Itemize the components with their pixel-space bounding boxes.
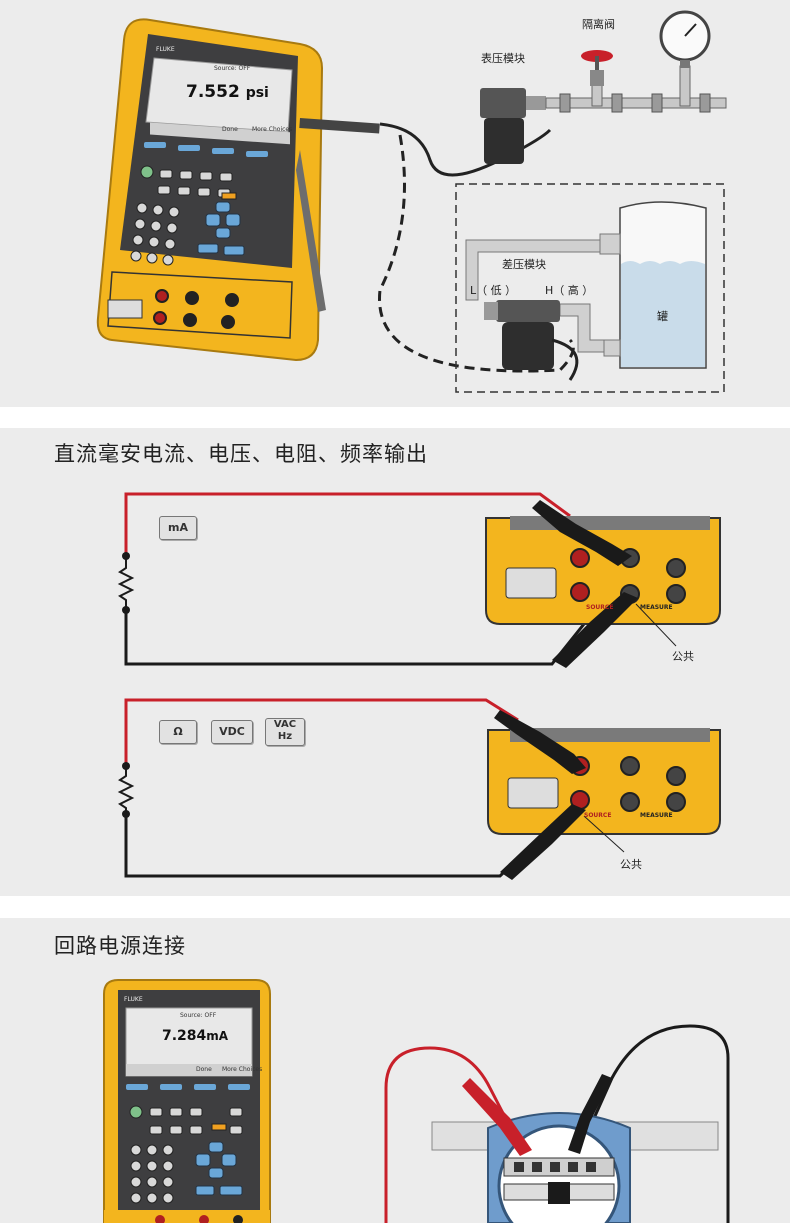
gauge-module [480,88,546,164]
calibrator-device [103,979,271,1223]
probe-icon [462,1078,532,1156]
low-port-label: L（ 低 ） [470,284,517,297]
resistor-icon [117,556,135,610]
calibrator-device [96,18,380,362]
menu-more-choices[interactable]: More Choices [222,1066,263,1073]
device-reading: 7.552 psi [186,82,269,102]
valve-icon [581,50,613,86]
probe-icon [494,710,586,774]
probe-icon [552,592,638,668]
gauge-icon [659,10,711,68]
source-label-2: SOURCE [584,812,612,819]
device-status: Source: OFF [180,1012,217,1019]
menu-done[interactable]: Done [222,126,238,133]
isolation-valve-label: 隔离阀 [582,18,615,31]
device-brand: FLUKE [156,46,175,53]
output-title: 直流毫安电流、电压、电阻、频率输出 [54,442,428,466]
measure-label-2: MEASURE [640,812,673,819]
tank-label: 罐 [657,310,668,323]
source-label-1: SOURCE [586,604,614,611]
loop-power-diagram [103,979,730,1223]
transmitter [431,1112,719,1223]
common-label-2: 公共 [620,858,642,871]
mode-button-vac-hz[interactable]: VAC Hz [265,718,305,746]
device-reading: 7.284mA [162,1028,229,1044]
menu-done[interactable]: Done [196,1066,212,1073]
circuit-2 [117,698,721,880]
diff-module [484,300,560,370]
device-status: Source: OFF [214,65,251,72]
loop-power-title: 回路电源连接 [54,934,186,958]
high-port-label: H（ 高 ） [545,284,594,297]
loop-power-panel: 回路电源连接 [0,918,790,1223]
output-panel: 直流毫安电流、电压、电阻、频率输出 [0,428,790,896]
pressure-diagram [96,10,727,393]
probe-icon [500,804,586,880]
pressure-connection-panel: 表压模块 隔离阀 差压模块 L（ 低 ） H（ 高 ） 罐 FLUKE Sour… [0,0,790,407]
probe-icon [532,500,632,566]
measure-label-1: MEASURE [640,604,673,611]
probe-icon [568,1074,612,1154]
circuit-1 [117,492,721,668]
mode-button-ohm[interactable]: Ω [159,720,197,744]
menu-more-choices[interactable]: More Choices [252,126,293,133]
tank-icon [619,201,707,369]
gauge-module-label: 表压模块 [481,52,525,65]
common-label-1: 公共 [672,650,694,663]
output-diagram [117,492,721,880]
mode-button-vdc[interactable]: VDC [211,720,253,744]
diff-module-label: 差压模块 [502,258,546,271]
mode-button-ma[interactable]: mA [159,516,197,540]
resistor-icon [117,766,135,814]
device-brand: FLUKE [124,996,143,1003]
